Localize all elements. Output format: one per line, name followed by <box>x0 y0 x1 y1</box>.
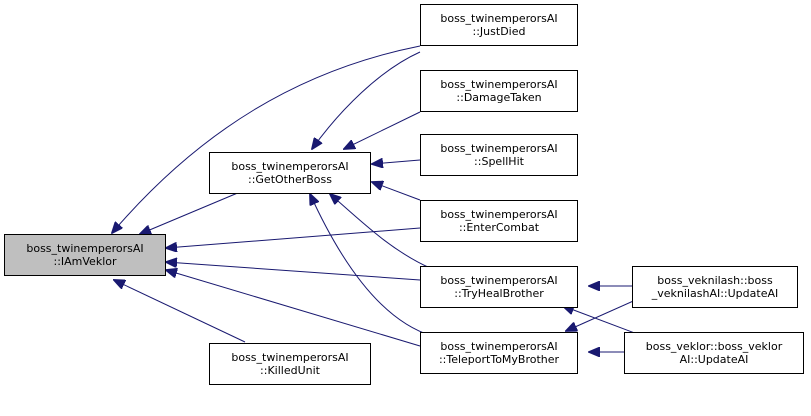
edge-teleport-to-iamveklor <box>166 270 421 347</box>
node-tryhealbrother-line2: ::TryHealBrother <box>454 287 544 300</box>
node-iamveklor-line2: ::IAmVeklor <box>53 255 117 268</box>
node-damagetaken-line2: ::DamageTaken <box>456 91 542 104</box>
node-damagetaken-line1: boss_twinemperorsAI <box>440 78 558 91</box>
node-justdied-line2: ::JustDied <box>472 25 526 38</box>
edge-justdied-to-iamveklor <box>112 45 421 233</box>
node-teleport-line2: ::TeleportToMyBrother <box>438 353 560 366</box>
node-entercombat-line2: ::EnterCombat <box>458 221 540 234</box>
edge-veklor-to-tryhealbrother <box>563 306 641 336</box>
node-veknilash-updateai[interactable]: boss_veknilash::boss _veknilashAI::Updat… <box>632 266 798 308</box>
node-tryhealbrother[interactable]: boss_twinemperorsAI ::TryHealBrother <box>420 266 578 308</box>
node-justdied-line1: boss_twinemperorsAI <box>440 12 558 25</box>
node-killedunit-line1: boss_twinemperorsAI <box>231 351 349 364</box>
node-killedunit[interactable]: boss_twinemperorsAI ::KilledUnit <box>209 343 371 385</box>
node-iamveklor-line1: boss_twinemperorsAI <box>26 242 144 255</box>
edge-veknilash-to-teleport <box>566 297 641 331</box>
node-justdied[interactable]: boss_twinemperorsAI ::JustDied <box>420 4 578 46</box>
node-getotherboss[interactable]: boss_twinemperorsAI ::GetOtherBoss <box>209 152 371 194</box>
node-spellhit[interactable]: boss_twinemperorsAI ::SpellHit <box>420 134 578 176</box>
node-spellhit-line2: ::SpellHit <box>474 155 524 168</box>
node-spellhit-line1: boss_twinemperorsAI <box>440 142 558 155</box>
edge-killedunit-to-iamveklor <box>114 280 246 343</box>
node-teleport-line1: boss_twinemperorsAI <box>440 340 558 353</box>
node-getotherboss-line2: ::GetOtherBoss <box>248 173 332 186</box>
edge-tryhealbrother-to-iamveklor <box>166 262 421 281</box>
node-damagetaken[interactable]: boss_twinemperorsAI ::DamageTaken <box>420 70 578 112</box>
node-veklor-line1: boss_veklor::boss_veklor <box>645 340 783 353</box>
edge-damagetaken-to-getotherboss <box>344 111 421 149</box>
node-veknilash-line2: _veknilashAI::UpdateAI <box>651 287 779 300</box>
edge-teleport-to-getotherboss <box>310 194 433 337</box>
node-veklor-line2: AI::UpdateAI <box>679 353 749 366</box>
node-entercombat[interactable]: boss_twinemperorsAI ::EnterCombat <box>420 200 578 242</box>
node-tryhealbrother-line1: boss_twinemperorsAI <box>440 274 558 287</box>
node-entercombat-line1: boss_twinemperorsAI <box>440 208 558 221</box>
edge-tryhealbrother-to-getotherboss <box>330 194 431 269</box>
node-getotherboss-line1: boss_twinemperorsAI <box>231 160 349 173</box>
edge-spellhit-to-getotherboss <box>372 160 421 164</box>
node-veklor-updateai[interactable]: boss_veklor::boss_veklor AI::UpdateAI <box>624 332 804 374</box>
node-killedunit-line2: ::KilledUnit <box>260 364 320 377</box>
edge-entercombat-to-getotherboss <box>372 182 421 201</box>
edge-justdied-to-getotherboss <box>312 51 421 149</box>
edge-getotherboss-to-iamveklor <box>140 191 241 234</box>
node-iamveklor: boss_twinemperorsAI ::IAmVeklor <box>4 234 166 276</box>
node-teleporttomybrother[interactable]: boss_twinemperorsAI ::TeleportToMyBrothe… <box>420 332 578 374</box>
node-veknilash-line1: boss_veknilash::boss <box>657 274 773 287</box>
edge-entercombat-to-iamveklor <box>166 227 421 248</box>
